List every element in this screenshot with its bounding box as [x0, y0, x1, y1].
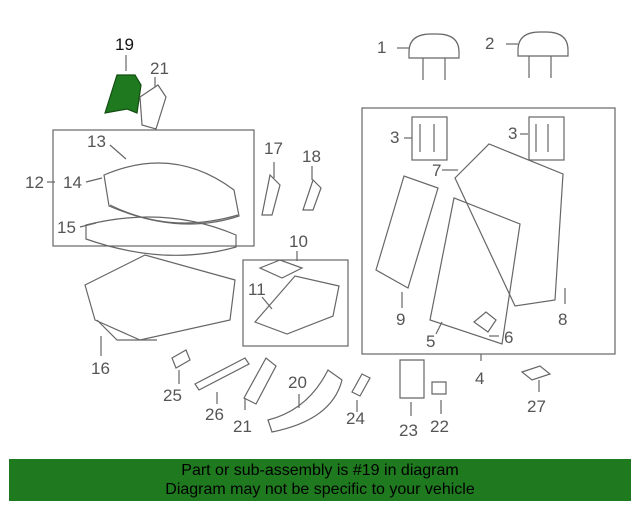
callout-25: 25 [163, 386, 182, 405]
part-23 [399, 359, 425, 399]
callout-2: 2 [485, 34, 495, 53]
callout-10: 10 [289, 232, 308, 251]
callout-6: 6 [504, 328, 514, 347]
callout-8: 8 [558, 310, 568, 329]
callout-14: 14 [63, 173, 82, 192]
callout-9: 9 [396, 310, 406, 329]
callout-21-lower: 21 [233, 417, 252, 436]
part-22 [431, 381, 447, 395]
armrest-lid [258, 259, 304, 279]
callout-13: 13 [87, 132, 106, 151]
cushion-frame [85, 216, 237, 256]
armrest [253, 275, 340, 335]
group-box-3-left [411, 116, 448, 161]
part-18 [302, 178, 322, 211]
hinge-6 [473, 311, 497, 333]
callout-18: 18 [302, 147, 321, 166]
callout-27: 27 [527, 397, 546, 416]
callout-24: 24 [346, 409, 365, 428]
group-box-3-right [528, 116, 565, 161]
callout-5: 5 [426, 332, 436, 351]
part-19-bracket [104, 74, 142, 114]
callout-12: 12 [25, 173, 44, 192]
callout-20: 20 [288, 373, 307, 392]
callout-22: 22 [430, 417, 449, 436]
part-20 [267, 369, 343, 433]
part-26 [194, 357, 250, 391]
banner-line-1: Part or sub-assembly is #19 in diagram [181, 462, 459, 479]
callout-3-left: 3 [390, 128, 400, 147]
group-box-10 [242, 259, 349, 347]
seat-frame [84, 254, 236, 341]
seatback-frame-8 [454, 143, 564, 307]
part-25 [171, 349, 191, 369]
callout-15: 15 [57, 218, 76, 237]
banner-line-2: Diagram may not be specific to your vehi… [165, 481, 475, 498]
group-box-12 [52, 129, 255, 247]
part-21-bracket [139, 84, 167, 130]
part-21-lower [243, 357, 277, 405]
bolt-3a [419, 124, 435, 152]
callout-7: 7 [432, 161, 442, 180]
callout-26: 26 [205, 405, 224, 424]
callout-23: 23 [399, 421, 418, 440]
part-24 [351, 373, 371, 397]
callout-3-right: 3 [508, 124, 518, 143]
seat-cushion [103, 162, 240, 225]
callout-1: 1 [377, 38, 387, 57]
seatback-trim-9 [375, 175, 439, 289]
part-27 [520, 365, 552, 381]
callout-16: 16 [91, 359, 110, 378]
callout-19: 19 [115, 35, 134, 54]
info-banner: Part or sub-assembly is #19 in diagram D… [9, 459, 631, 501]
seatback-5 [429, 197, 521, 345]
callout-11: 11 [248, 280, 266, 299]
headrest-1 [408, 33, 460, 80]
group-box-4 [361, 107, 616, 355]
callout-21-upper: 21 [150, 59, 169, 78]
headrest-2 [517, 31, 569, 78]
bolt-3b [535, 124, 549, 152]
callout-17: 17 [264, 139, 283, 158]
part-17 [261, 173, 281, 216]
callout-4: 4 [475, 369, 485, 388]
